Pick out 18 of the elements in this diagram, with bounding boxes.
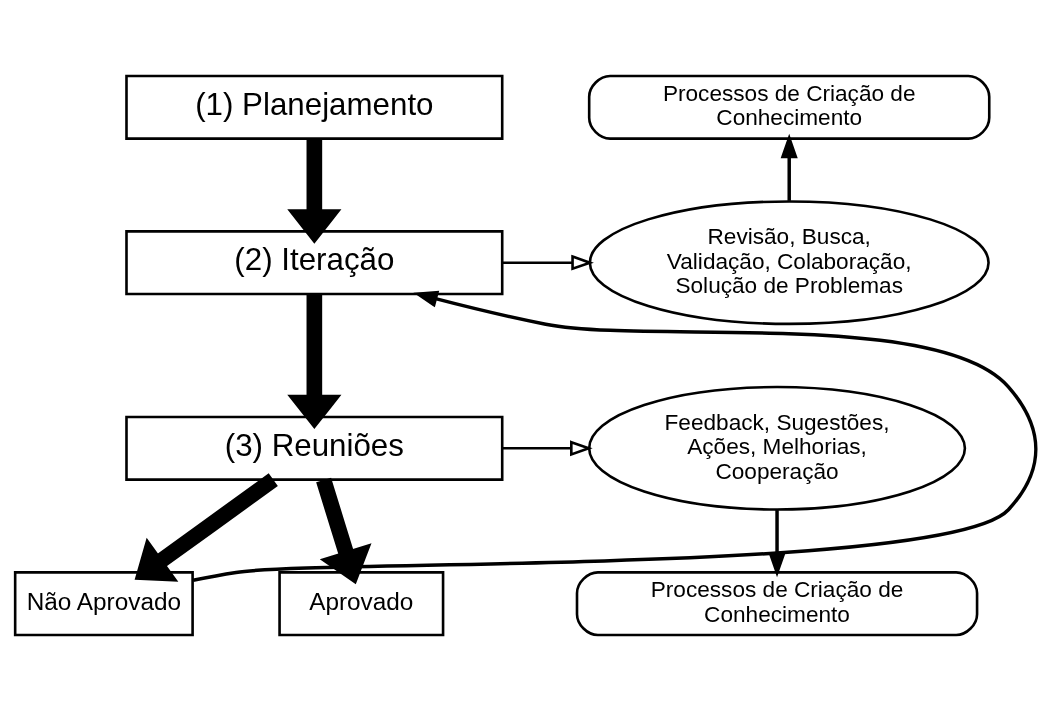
arrow xyxy=(768,510,786,578)
node-box: (3) Reuniões xyxy=(125,415,504,481)
arrow xyxy=(316,477,372,585)
node-box: Processos de Criação de Conhecimento xyxy=(587,74,991,140)
node-box: (1) Planejamento xyxy=(125,74,504,140)
arrow xyxy=(192,290,1038,582)
node-box: Aprovado xyxy=(278,571,445,637)
arrow xyxy=(287,294,342,430)
arrow xyxy=(134,473,278,582)
node-ellipse: Feedback, Sugestões, Ações, Melhorias, Cooperação xyxy=(587,385,967,511)
node-ellipse: Revisão, Busca, Validação, Colaboração, Solução de Problemas xyxy=(588,200,990,326)
arrow xyxy=(780,133,798,201)
node-box: (2) Iteração xyxy=(125,230,504,296)
arrow xyxy=(502,254,594,271)
arrow xyxy=(502,440,593,457)
node-box: Processos de Criação de Conhecimento xyxy=(575,571,979,637)
arrow xyxy=(287,139,342,244)
node-box: Não Aprovado xyxy=(13,571,194,637)
